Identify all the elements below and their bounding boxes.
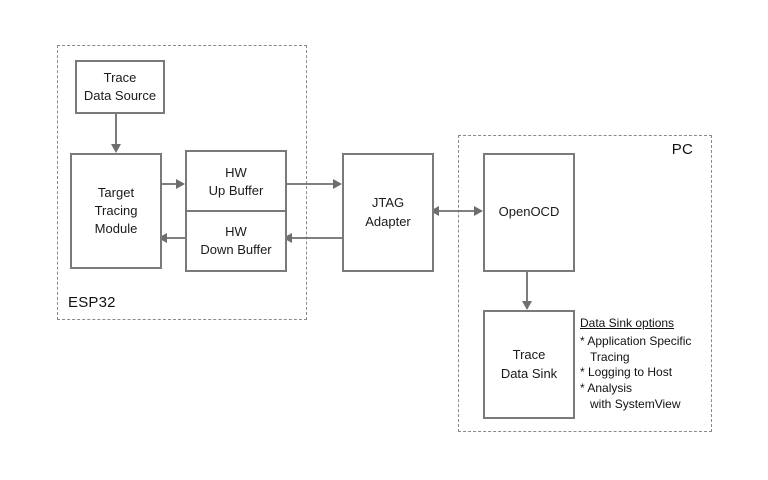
node-openocd: OpenOCD <box>483 153 575 272</box>
data-sink-option-logging-to-host: * Logging to Host <box>580 365 673 380</box>
node-target-tracing-module-label: Target Tracing Module <box>94 184 138 237</box>
node-trace-data-source: Trace Data Source <box>75 60 165 114</box>
node-hw-down-buffer: HW Down Buffer <box>185 210 287 272</box>
node-trace-data-sink: Trace Data Sink <box>483 310 575 419</box>
node-trace-data-source-label: Trace Data Source <box>83 69 157 103</box>
node-openocd-label: OpenOCD <box>498 204 560 220</box>
node-hw-up-buffer-label: HW Up Buffer <box>208 164 264 198</box>
esp32-label: ESP32 <box>68 294 116 311</box>
pc-label: PC <box>671 141 693 158</box>
data-sink-option-analysis-with-systemview: * Analysis with SystemView <box>580 381 681 412</box>
esp32-container: ESP32 <box>57 45 307 320</box>
node-hw-down-buffer-label: HW Down Buffer <box>200 223 272 257</box>
node-jtag-adapter: JTAG Adapter <box>342 153 434 272</box>
node-jtag-adapter-label: JTAG Adapter <box>365 195 411 229</box>
data-sink-option-application-specific-tracing: * Application Specific Tracing <box>580 333 692 364</box>
data-sink-options-annotation: Data Sink options * Application Specific… <box>580 316 710 413</box>
pc-container: PC <box>458 135 712 432</box>
node-trace-data-sink-label: Trace Data Sink <box>500 347 558 381</box>
node-hw-up-buffer: HW Up Buffer <box>185 150 287 214</box>
node-target-tracing-module: Target Tracing Module <box>70 153 162 269</box>
data-sink-options-title: Data Sink options <box>580 316 675 330</box>
